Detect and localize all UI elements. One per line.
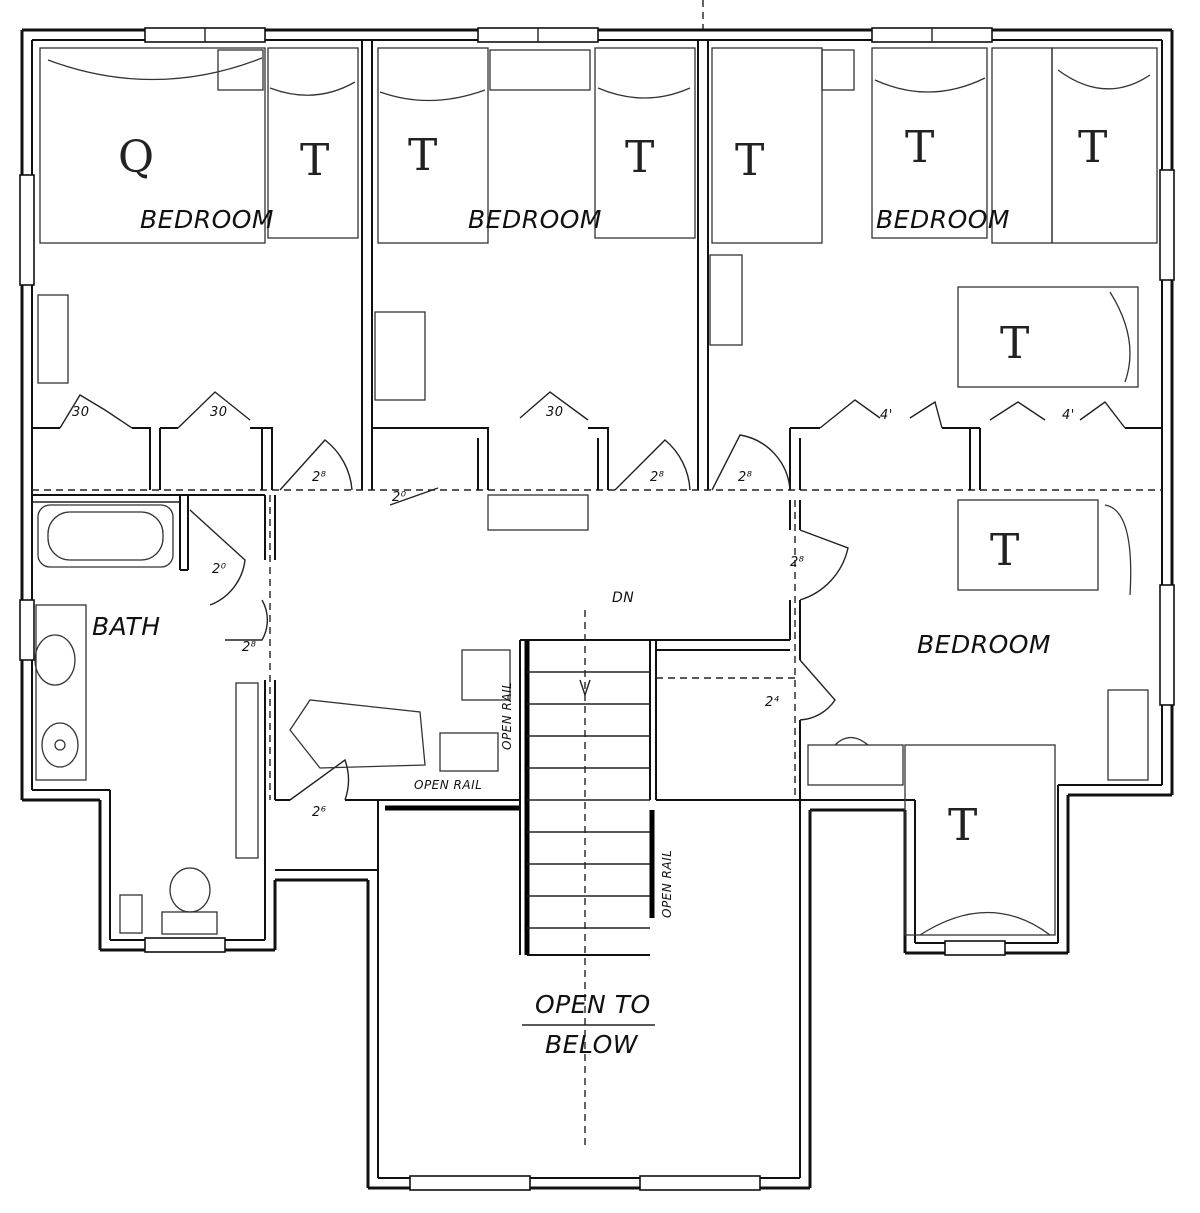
bed-mark-twin: T — [300, 135, 330, 186]
room-label-bedroom-1: BEDROOM — [140, 205, 274, 234]
door-swings — [59, 391, 1126, 801]
closet-dim: 4' — [880, 408, 893, 423]
door-dim-bed4-mid: 2⁴ — [765, 695, 780, 710]
furniture-sketches — [34, 47, 1158, 936]
room-label-open-to: OPEN TO — [535, 990, 651, 1019]
bed-mark-twin: T — [1000, 318, 1030, 369]
door-dim-bath: 2⁸ — [242, 640, 257, 655]
door-dim-linen: 2⁰ — [212, 562, 227, 577]
bed-mark-twin: T — [1078, 122, 1108, 173]
door-dim-bed1: 2⁸ — [312, 470, 327, 485]
open-rail-landing-label: OPEN RAIL — [414, 778, 483, 792]
bed-mark-twin: T — [408, 130, 438, 181]
room-label-bath: BATH — [92, 612, 161, 641]
door-dim-bed4-top: 2⁸ — [790, 555, 805, 570]
door-dim-bed2: 2⁸ — [650, 470, 665, 485]
room-label-bedroom-3: BEDROOM — [876, 205, 1010, 234]
door-dim-hall-lower: 2⁶ — [312, 805, 327, 820]
door-dim-bed3: 2⁸ — [738, 470, 753, 485]
stair-treads — [527, 671, 650, 956]
interior-walls — [32, 40, 1162, 955]
closet-dim: 30 — [210, 405, 228, 420]
bed-mark-twin: T — [948, 800, 978, 851]
stair-arrow-icon — [579, 679, 591, 698]
bed-mark-twin: T — [625, 132, 655, 183]
bed-mark-twin: T — [990, 525, 1020, 576]
open-rail-stair-left-label: OPEN RAIL — [500, 681, 514, 750]
bed-mark-twin: T — [905, 122, 935, 173]
room-label-bedroom-4: BEDROOM — [917, 630, 1051, 659]
door-dim-hall-closet: 2⁰ — [392, 490, 407, 505]
room-label-below: BELOW — [545, 1030, 639, 1059]
closet-dim: 30 — [546, 405, 564, 420]
bed-mark-queen: Q — [118, 132, 155, 183]
closet-dim: 30 — [72, 405, 90, 420]
stair-direction-label: DN — [612, 590, 635, 606]
open-rail-stair-right-label: OPEN RAIL — [660, 849, 674, 918]
windows — [19, 27, 1175, 1191]
closet-dim: 4' — [1062, 408, 1075, 423]
room-label-bedroom-2: BEDROOM — [468, 205, 602, 234]
bed-mark-twin: T — [735, 135, 765, 186]
